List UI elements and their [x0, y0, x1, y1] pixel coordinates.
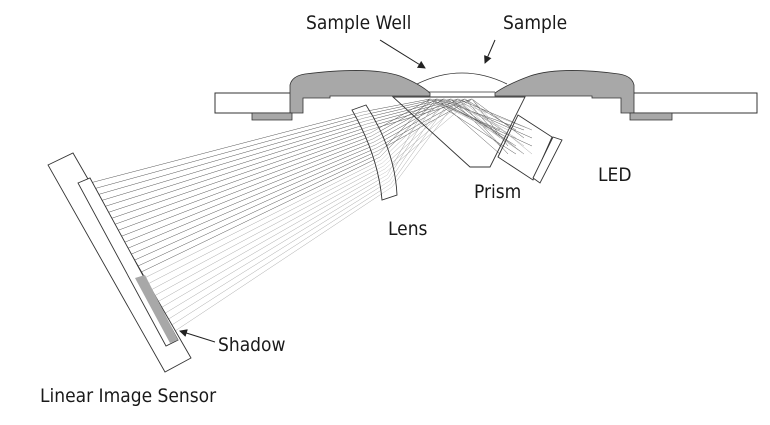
light-ray [116, 98, 525, 232]
pointer-arrows [179, 39, 496, 343]
light-ray [129, 98, 517, 256]
light-ray [135, 98, 533, 268]
light-ray [171, 98, 501, 334]
light-ray [155, 98, 501, 304]
shadow-arrow [179, 329, 216, 343]
label-sample-well: Sample Well [306, 12, 411, 34]
linear-image-sensor [47, 152, 192, 373]
light-ray [162, 98, 517, 316]
light-ray [119, 98, 533, 238]
sample-well-arrow [379, 39, 426, 69]
light-ray [148, 98, 525, 292]
light-ray [103, 98, 533, 208]
light-ray [165, 98, 525, 322]
label-lens: Lens [388, 218, 428, 240]
light-ray [158, 98, 509, 310]
light-ray [112, 98, 517, 226]
shadow-region [135, 275, 178, 343]
sample-drop [416, 72, 508, 85]
light-ray [96, 98, 517, 196]
light-ray [132, 98, 525, 262]
light-ray [168, 98, 533, 328]
light-ray [139, 98, 501, 274]
led [497, 114, 563, 184]
label-prism: Prism [474, 181, 521, 203]
label-linear-image-sensor: Linear Image Sensor [40, 385, 217, 407]
light-ray [122, 98, 501, 244]
sample-arrow [484, 39, 496, 64]
light-ray [145, 98, 517, 286]
prism [391, 96, 526, 168]
light-ray [152, 98, 533, 298]
label-shadow: Shadow [218, 334, 285, 356]
light-ray [106, 98, 501, 214]
lens [351, 104, 398, 201]
label-sample: Sample [503, 12, 567, 34]
label-led: LED [598, 164, 631, 186]
light-rays [89, 98, 533, 334]
sample-well-housing [251, 70, 673, 121]
